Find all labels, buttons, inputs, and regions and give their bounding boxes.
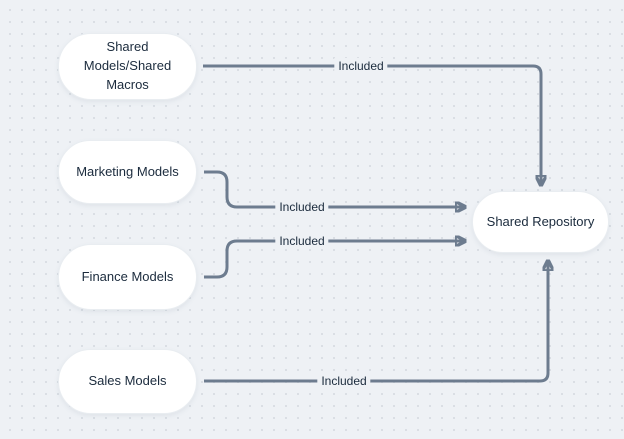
edge-label-included-marketing: Included <box>275 199 329 215</box>
node-label: Sales Models <box>88 373 167 389</box>
node-sales-models: Sales Models <box>58 349 197 414</box>
node-shared-repository: Shared Repository <box>472 191 609 253</box>
edge-sales-to-repository <box>204 263 548 383</box>
node-label: Shared Repository <box>486 213 595 229</box>
edge-label-included-shared-models: Included <box>334 58 388 74</box>
node-label: Marketing Models <box>76 163 179 179</box>
edge-finance-to-repository <box>204 241 463 279</box>
node-finance-models: Finance Models <box>58 244 197 310</box>
node-marketing-models: Marketing Models <box>58 140 197 204</box>
node-label: Finance Models <box>81 268 174 284</box>
edge-label-included-sales: Included <box>317 373 371 389</box>
edge-marketing-to-repository <box>204 170 463 207</box>
edge-shared-models-to-repository <box>203 64 541 183</box>
edge-label-included-finance: Included <box>275 233 329 249</box>
node-shared-models-shared-macros: Shared Models/Shared Macros <box>58 33 197 100</box>
node-label: Shared Models/Shared Macros <box>83 39 172 92</box>
